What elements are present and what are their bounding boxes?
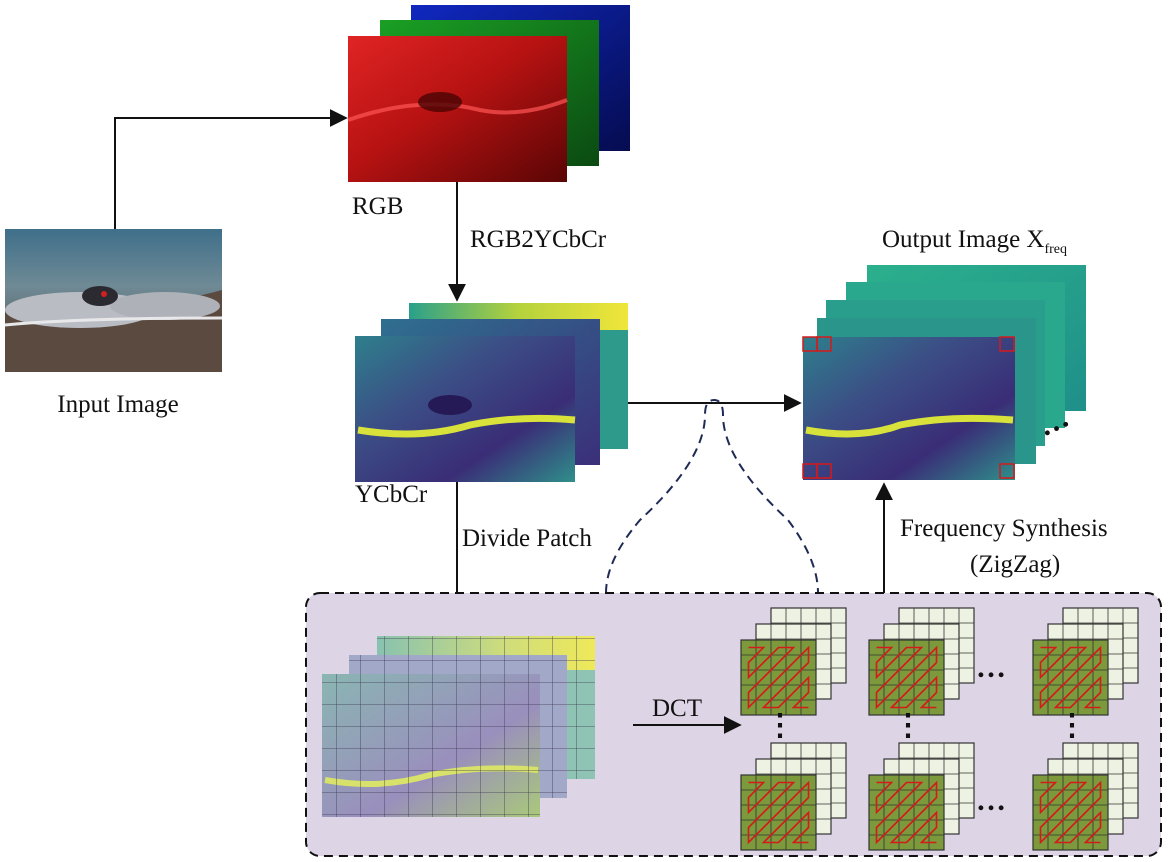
divide-patch-label: Divide Patch bbox=[462, 525, 592, 552]
dct-block-stack bbox=[740, 607, 847, 716]
zigzag-scan-path bbox=[875, 645, 938, 710]
zigzag-scan-path bbox=[875, 780, 938, 845]
panel-ellipsis-top: … bbox=[976, 651, 1006, 684]
input-image bbox=[4, 229, 223, 372]
zigzag-scan-path bbox=[747, 645, 810, 710]
dct-block-stack bbox=[740, 742, 847, 851]
zigzag-scan-path bbox=[1039, 780, 1102, 845]
vertical-ellipsis-3: ⋮ bbox=[1057, 709, 1087, 742]
vertical-ellipsis-2: ⋮ bbox=[893, 709, 923, 742]
rgb-label: RGB bbox=[352, 193, 403, 220]
dct-block-stack bbox=[1032, 742, 1139, 851]
zigzag-label: (ZigZag) bbox=[970, 551, 1060, 578]
rgb2ycbcr-label: RGB2YCbCr bbox=[470, 226, 607, 253]
output-image-stack bbox=[802, 265, 1086, 480]
panel-ellipsis-bottom: … bbox=[976, 784, 1006, 817]
vertical-ellipsis-1: ⋮ bbox=[765, 709, 795, 742]
dct-block-stack bbox=[868, 607, 975, 716]
output-front-image bbox=[803, 337, 1015, 480]
rgb-channel-stack bbox=[347, 5, 630, 182]
ycbcr-channel-stack bbox=[355, 303, 628, 482]
zigzag-scan-path bbox=[747, 780, 810, 845]
patched-image-stack bbox=[322, 636, 595, 817]
input-image-label: Input Image bbox=[57, 391, 178, 418]
dct-coefficient-blocks bbox=[740, 607, 1139, 851]
arrow-input-to-rgb bbox=[114, 109, 348, 229]
dct-block-stack bbox=[868, 742, 975, 851]
dct-label: DCT bbox=[652, 695, 702, 722]
frequency-synthesis-label: Frequency Synthesis bbox=[900, 515, 1108, 542]
zoom-connector bbox=[605, 398, 819, 594]
ycbcr-label: YCbCr bbox=[355, 481, 428, 508]
dct-block-stack bbox=[1032, 607, 1139, 716]
output-image-label: Output Image Xfreq bbox=[882, 226, 1067, 257]
dct-block-front bbox=[868, 639, 945, 716]
zigzag-scan-path bbox=[1039, 645, 1102, 710]
